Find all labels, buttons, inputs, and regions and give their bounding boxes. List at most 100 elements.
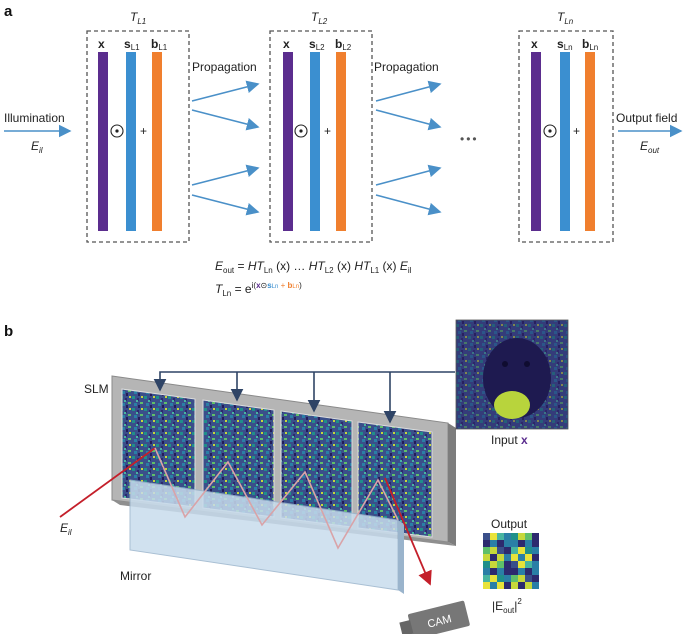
- output-cell: [490, 582, 497, 589]
- block-n-title: TLn: [557, 10, 574, 26]
- output-cell: [504, 547, 511, 554]
- block-1-b-bar: [152, 52, 162, 231]
- block-2-b-bar: [336, 52, 346, 231]
- block-n-s-label: sLn: [557, 37, 573, 52]
- output-cell: [497, 561, 504, 568]
- panel-b-label: b: [4, 323, 13, 340]
- output-cell: [525, 575, 532, 582]
- block-1-s-label: sL1: [124, 37, 140, 52]
- block-1-title: TL1: [130, 10, 146, 26]
- block-2-x-label: x: [283, 37, 290, 51]
- output-cell: [483, 547, 490, 554]
- block-2-x-bar: [283, 52, 293, 231]
- camera-body: [408, 600, 470, 634]
- output-cell: [504, 575, 511, 582]
- output-cell: [483, 554, 490, 561]
- output-cell: [497, 575, 504, 582]
- ellipsis: •••: [460, 132, 479, 146]
- block-2-plus: +: [324, 124, 331, 138]
- propagation-1-label: Propagation: [192, 60, 257, 74]
- block-1: TL1 x sL1 bL1 +: [86, 10, 190, 243]
- output-cell: [483, 540, 490, 547]
- block-1-plus: +: [140, 124, 147, 138]
- output-cell: [504, 554, 511, 561]
- block-2-s-label: sL2: [309, 37, 325, 52]
- output-cell: [518, 568, 525, 575]
- output-label: Output: [491, 517, 528, 531]
- output-cell: [511, 561, 518, 568]
- block-n-b-label: bLn: [582, 37, 598, 52]
- block-1-frame: [86, 30, 190, 243]
- output-cell: [511, 575, 518, 582]
- propagation-1-arrows: [191, 80, 260, 216]
- output-cell: [497, 554, 504, 561]
- output-cell: [518, 540, 525, 547]
- beam-path: [59, 447, 432, 586]
- slm-label: SLM: [84, 382, 109, 396]
- output-cell: [518, 582, 525, 589]
- block-n-frame: [518, 30, 614, 243]
- block-2-frame: [269, 30, 373, 243]
- output-cell: [490, 568, 497, 575]
- beam-in: [59, 447, 156, 518]
- output-cell: [525, 540, 532, 547]
- propagation-2-arrows: [375, 80, 442, 216]
- output-cell: [511, 554, 518, 561]
- panel-a-label: a: [4, 3, 13, 20]
- block-n-x-bar: [531, 52, 541, 231]
- output-cell: [525, 533, 532, 540]
- illumination-label: Illumination: [4, 111, 65, 125]
- slm-panel-4: [357, 421, 433, 538]
- output-cell: [532, 568, 539, 575]
- propagation-2-label: Propagation: [374, 60, 439, 74]
- block-n-x-label: x: [531, 37, 538, 51]
- beam-reflections: [154, 447, 399, 550]
- output-cell: [490, 554, 497, 561]
- output-cell: [497, 547, 504, 554]
- beam-out: [384, 477, 432, 586]
- input-image: [455, 319, 569, 430]
- output-cell: [490, 561, 497, 568]
- output-cell: [525, 582, 532, 589]
- block-1-s-bar: [126, 52, 136, 231]
- output-cell: [490, 575, 497, 582]
- output-cell: [483, 561, 490, 568]
- output-cell: [518, 533, 525, 540]
- output-cell: [525, 547, 532, 554]
- block-n-s-bar: [560, 52, 570, 231]
- output-cell: [483, 568, 490, 575]
- output-cell: [511, 547, 518, 554]
- block-2-title: TL2: [311, 10, 328, 26]
- input-distribution-lines: [153, 371, 455, 424]
- block-2-s-bar: [310, 52, 320, 231]
- output-cell: [532, 547, 539, 554]
- output-cell: [525, 554, 532, 561]
- input-label: Input x: [491, 433, 528, 447]
- output-cell: [518, 554, 525, 561]
- block-n: TLn x sLn bLn +: [518, 10, 614, 243]
- output-cell: [504, 568, 511, 575]
- e-out-label: Eout: [640, 139, 660, 155]
- output-cell: [525, 568, 532, 575]
- output-cell: [490, 533, 497, 540]
- output-cell: [525, 561, 532, 568]
- output-cell: [518, 561, 525, 568]
- e-il-label: Eil: [31, 139, 43, 155]
- output-cell: [518, 547, 525, 554]
- output-cell: [518, 575, 525, 582]
- output-cell: [532, 554, 539, 561]
- output-cell: [483, 533, 490, 540]
- panel-b-e-il: Eil: [60, 521, 72, 537]
- output-field-label: Output field: [616, 111, 677, 125]
- block-2: TL2 x sL2 bL2 +: [269, 10, 373, 243]
- equation-tln: TLn = ei(x⊙sLn + bLn): [215, 281, 302, 298]
- output-cell: [497, 582, 504, 589]
- output-cell: [483, 575, 490, 582]
- output-cell: [511, 533, 518, 540]
- output-cell: [532, 533, 539, 540]
- output-pattern: [483, 533, 539, 589]
- output-cell: [504, 533, 511, 540]
- output-cell: [532, 561, 539, 568]
- output-intensity-label: |Eout|2: [492, 597, 522, 615]
- output-cell: [497, 568, 504, 575]
